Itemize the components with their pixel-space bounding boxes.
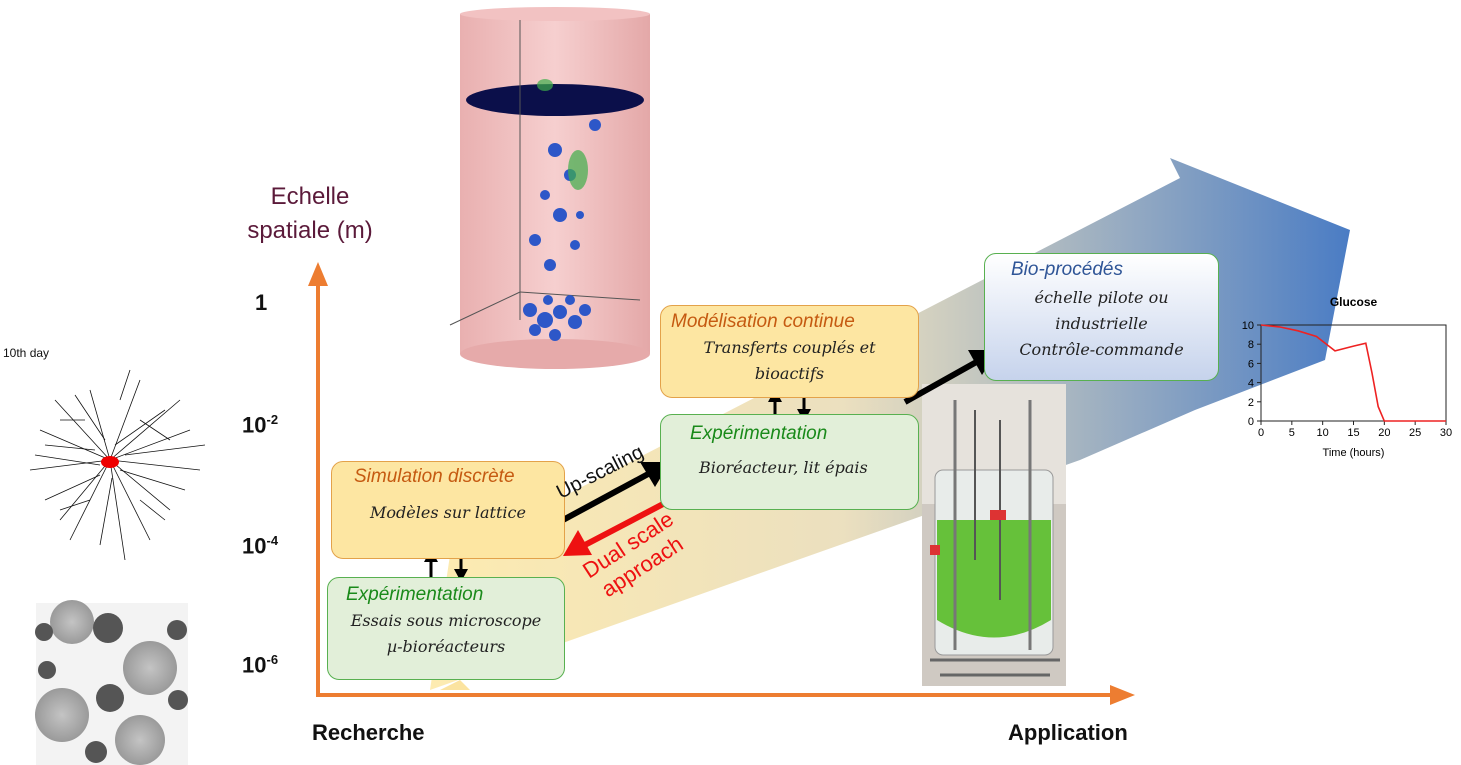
cylinder-simulation-image <box>449 7 650 369</box>
scale-1e-2-base: 10 <box>242 412 267 438</box>
chart-title: Glucose <box>1330 295 1378 309</box>
box-experimentation-micro: Expérimentation Essais sous microscope µ… <box>327 577 565 680</box>
box-modelisation-continue-title: Modélisation continue <box>671 311 855 332</box>
scale-label-1e-2: 10-2 <box>242 412 278 438</box>
scale-1e-4-base: 10 <box>242 533 267 559</box>
box-bio-procedes-line3: Contrôle-commande <box>1019 340 1184 359</box>
x-tick-label: 25 <box>1409 427 1421 439</box>
x-tick-label: 0 <box>1258 427 1264 439</box>
y-tick-label: 4 <box>1248 378 1254 390</box>
y-axis-title-line2: spatiale (m) <box>247 217 373 244</box>
x-axis-label-recherche: Recherche <box>312 720 425 745</box>
x-tick-label: 15 <box>1347 427 1359 439</box>
box-experimentation-micro-line2: µ-bioréacteurs <box>386 637 506 656</box>
y-axis-title-line1: Echelle <box>270 183 350 210</box>
plot-frame <box>1260 324 1447 422</box>
network-image-label: 10th day <box>3 346 50 360</box>
box-modelisation-continue: Modélisation continue Transferts couplés… <box>660 305 919 398</box>
scale-1e-6-exp: -6 <box>266 652 279 667</box>
box-experimentation-bioreactor: Expérimentation Bioréacteur, lit épais <box>660 414 919 510</box>
glucose-series-line <box>1260 324 1446 422</box>
y-tick-label: 2 <box>1248 397 1254 409</box>
x-tick-label: 30 <box>1440 427 1452 439</box>
hyphal-network-image <box>29 369 206 561</box>
microscopy-cells-image <box>35 600 188 765</box>
x-tick-label: 10 <box>1317 427 1329 439</box>
x-axis-label-application: Application <box>1008 720 1128 745</box>
bioreactor-photo <box>922 384 1066 686</box>
y-tick-label: 8 <box>1248 339 1254 351</box>
x-axis-label: Time (hours) <box>1323 447 1385 459</box>
scale-label-1e-6: 10-6 <box>242 652 278 678</box>
box-experimentation-bioreactor-title: Expérimentation <box>690 423 828 444</box>
scale-label-1: 1 <box>255 290 268 315</box>
box-experimentation-micro-line1: Essais sous microscope <box>350 611 542 630</box>
y-tick-label: 10 <box>1242 320 1254 332</box>
scale-1e-4-exp: -4 <box>266 533 279 548</box>
box-experimentation-bioreactor-line1: Bioréacteur, lit épais <box>699 458 868 477</box>
box-bio-procedes: Bio-procédés échelle pilote ou industrie… <box>984 253 1219 381</box>
box-modelisation-continue-line2: bioactifs <box>754 364 825 383</box>
box-bio-procedes-line2: industrielle <box>1055 314 1148 333</box>
box-experimentation-micro-title: Expérimentation <box>346 584 484 605</box>
y-tick-label: 0 <box>1248 416 1254 428</box>
box-simulation-discrete: Simulation discrète Modèles sur lattice <box>331 461 565 559</box>
box-bio-procedes-line1: échelle pilote ou <box>1034 288 1169 307</box>
x-tick-label: 5 <box>1289 427 1295 439</box>
box-bio-procedes-title: Bio-procédés <box>1011 259 1123 280</box>
scale-label-1e-4: 10-4 <box>242 533 278 559</box>
box-modelisation-continue-line1: Transferts couplés et <box>703 338 876 357</box>
x-tick-label: 20 <box>1378 427 1390 439</box>
dual-scale-arrow <box>563 500 667 556</box>
scale-1e-6-base: 10 <box>242 652 267 678</box>
scale-1e-2-exp: -2 <box>266 412 279 427</box>
y-axis-title: Echelle spatiale (m) <box>225 180 395 248</box>
box-simulation-discrete-line1: Modèles sur lattice <box>370 503 526 522</box>
y-tick-label: 6 <box>1248 358 1254 370</box>
box-simulation-discrete-title: Simulation discrète <box>354 466 515 487</box>
